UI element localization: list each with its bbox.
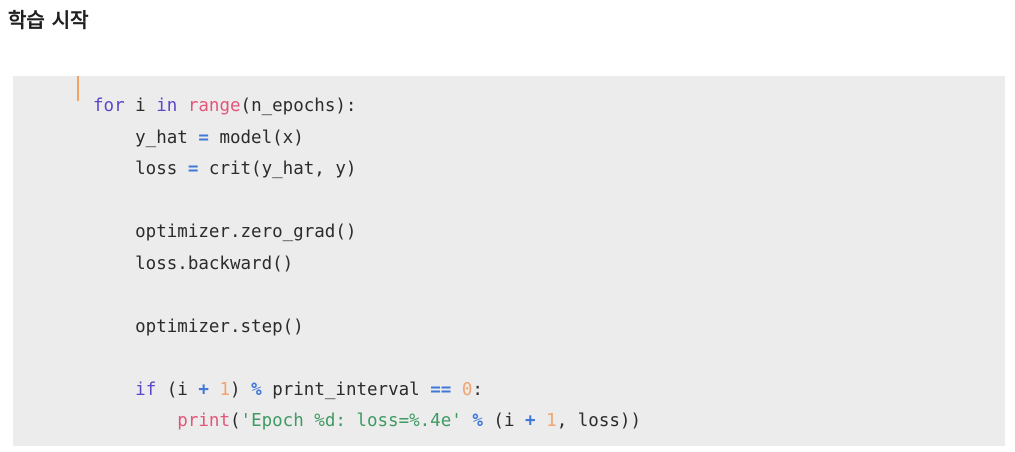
code-token: in — [156, 96, 178, 116]
code-line: optimizer.step() — [93, 312, 304, 343]
code-token: % — [251, 379, 262, 400]
code-token: if — [135, 379, 157, 400]
code-token: (i — [482, 411, 526, 431]
code-block[interactable]: for i in range(n_epochs): y_hat = model(… — [13, 76, 1005, 446]
code-token: 1 — [219, 379, 231, 400]
code-token — [209, 380, 220, 400]
code-token: 0 — [461, 379, 473, 400]
code-token: model(x) — [208, 127, 304, 148]
code-token: % — [472, 411, 483, 431]
code-line: loss.backward() — [93, 249, 293, 280]
code-line: loss = crit(y_hat, y) — [93, 154, 356, 185]
code-line: print('Epoch %d: loss=%.4e' % (i + 1, lo… — [93, 406, 641, 437]
code-token — [93, 411, 177, 431]
code-token: = — [198, 127, 209, 148]
code-token: + — [198, 379, 209, 400]
code-token: for — [93, 96, 125, 116]
code-token — [536, 411, 547, 431]
code-token: 'Epoch %d: loss=%.4e' — [240, 411, 462, 431]
code-token: loss.backward() — [93, 253, 294, 274]
code-line: if (i + 1) % print_interval == 0: — [93, 375, 483, 406]
code-token: , loss)) — [556, 411, 641, 431]
page-title: 학습 시작 — [8, 8, 89, 32]
code-token — [462, 411, 473, 431]
code-token: 1 — [546, 411, 557, 431]
code-token: y_hat — [93, 127, 199, 148]
code-token: = — [187, 159, 199, 179]
code-token — [451, 380, 462, 400]
code-token: i — [124, 96, 157, 116]
code-token: print_interval — [261, 379, 431, 400]
text-cursor — [77, 76, 79, 101]
code-token: optimizer.step() — [93, 316, 304, 337]
code-token: : — [472, 379, 483, 400]
code-token: print — [177, 411, 230, 431]
code-token: ) — [230, 379, 252, 400]
code-token: range — [187, 96, 241, 116]
code-token: (n_epochs): — [240, 96, 357, 116]
code-line: y_hat = model(x) — [93, 123, 304, 154]
code-token — [93, 380, 135, 400]
code-line: for i in range(n_epochs): — [93, 91, 356, 122]
code-token: optimizer.zero_grad() — [93, 222, 357, 242]
code-token: ( — [229, 411, 241, 431]
code-token: loss — [93, 159, 188, 179]
code-token: == — [430, 379, 452, 400]
code-token: (i — [156, 379, 199, 400]
code-token: + — [525, 411, 536, 431]
code-line: optimizer.zero_grad() — [93, 217, 356, 248]
code-token — [177, 96, 188, 116]
code-token: crit(y_hat, y) — [198, 159, 357, 179]
